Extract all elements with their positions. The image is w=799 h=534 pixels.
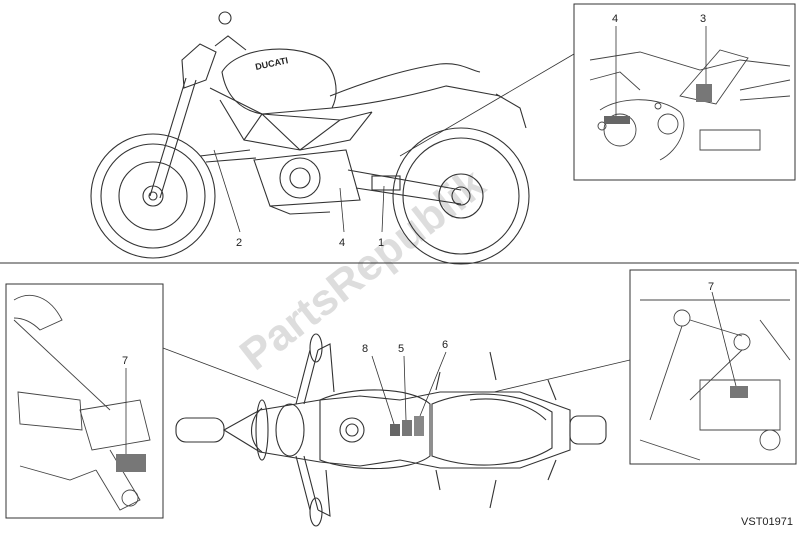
top-view-leaders: [371, 351, 447, 425]
tank-label-5: [402, 420, 412, 436]
inset-left: 7: [5, 283, 164, 519]
callout-inset-left-7: 7: [122, 355, 128, 367]
top-view-motorcycle: [175, 333, 607, 527]
side-view-motorcycle: DUCATI: [90, 11, 530, 265]
drawing-code: VST01971: [741, 516, 793, 528]
callout-side-2: 2: [236, 237, 242, 249]
callout-top-5: 5: [398, 343, 404, 355]
callout-top-6: 6: [442, 339, 448, 351]
tank-label-8: [390, 424, 400, 436]
callout-side-1: 1: [378, 237, 384, 249]
callout-inset-tr-3: 3: [700, 13, 706, 25]
tank-brand-text: DUCATI: [254, 55, 289, 72]
callout-side-4: 4: [339, 237, 345, 249]
callout-top-8: 8: [362, 343, 368, 355]
callout-inset-tr-4: 4: [612, 13, 618, 25]
leader-to-left-inset: [162, 347, 297, 399]
leader-to-right-inset: [493, 359, 631, 393]
inset-top-right: 4 3: [573, 3, 796, 181]
callout-inset-right-7: 7: [708, 281, 714, 293]
inset-right: 7: [629, 269, 797, 465]
tank-label-6: [414, 416, 424, 436]
side-view-leaders: [213, 53, 575, 233]
